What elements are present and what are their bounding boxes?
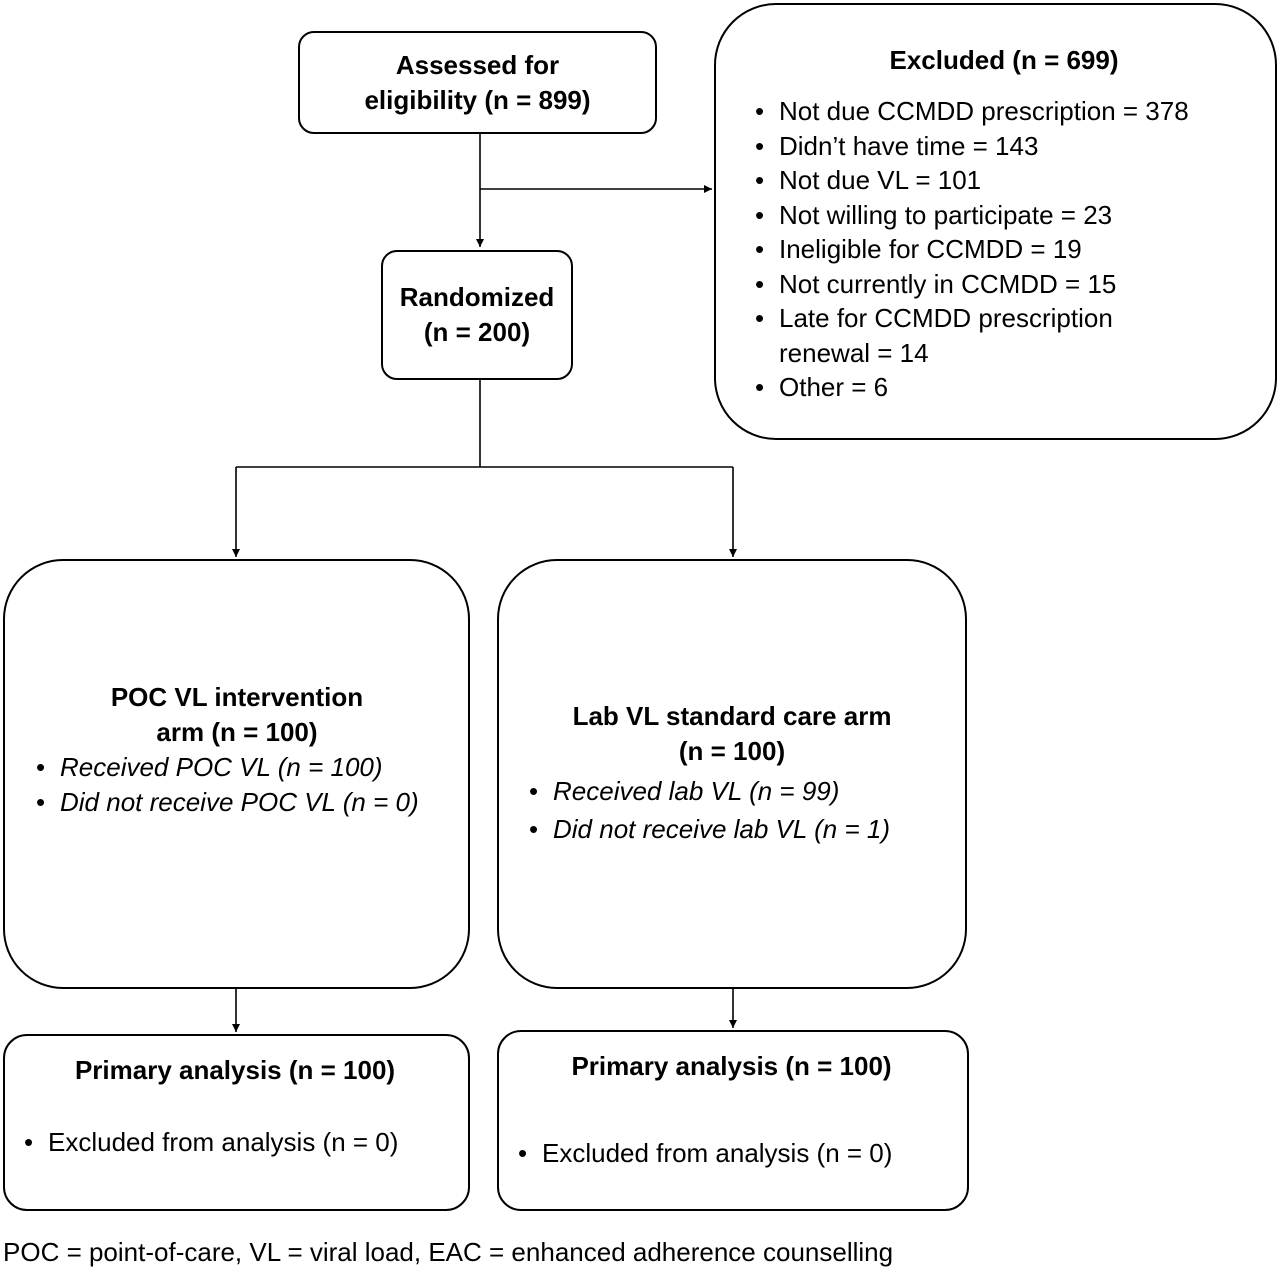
lab-analysis-list: Excluded from analysis (n = 0) <box>516 1136 947 1171</box>
assessed-title: Assessed for eligibility (n = 899) <box>364 49 591 115</box>
lab-analysis-box: Primary analysis (n = 100) Excluded from… <box>497 1030 969 1211</box>
list-item: Excluded from analysis (n = 0) <box>516 1136 947 1171</box>
poc-analysis-box: Primary analysis (n = 100) Excluded from… <box>3 1034 470 1211</box>
lab-arm-title: Lab VL standard care arm (n = 100) <box>572 701 892 766</box>
list-item: Not due CCMDD prescription = 378 <box>753 94 1255 129</box>
list-item: Received lab VL (n = 99) <box>527 772 937 810</box>
poc-analysis-title: Primary analysis (n = 100) <box>74 1055 396 1085</box>
list-item: Didn’t have time = 143 <box>753 129 1255 164</box>
lab-analysis-title: Primary analysis (n = 100) <box>571 1051 892 1081</box>
abbreviations-footnote: POC = point-of-care, VL = viral load, EA… <box>3 1237 894 1267</box>
assessed-box: Assessed for eligibility (n = 899) <box>298 31 657 134</box>
list-item: Did not receive lab VL (n = 1) <box>527 810 937 848</box>
randomized-box: Randomized (n = 200) <box>381 250 573 380</box>
poc-arm-list: Received POC VL (n = 100) Did not receiv… <box>34 750 440 819</box>
excluded-title: Excluded (n = 699) <box>889 45 1119 75</box>
excluded-reasons-list: Not due CCMDD prescription = 378 Didn’t … <box>753 94 1255 405</box>
list-item: Not willing to participate = 23 <box>753 198 1255 233</box>
list-item: Late for CCMDD prescription renewal = 14 <box>753 301 1255 370</box>
randomized-title: Randomized (n = 200) <box>399 282 555 347</box>
list-item: Other = 6 <box>753 370 1255 405</box>
lab-arm-list: Received lab VL (n = 99) Did not receive… <box>527 772 937 848</box>
list-item: Excluded from analysis (n = 0) <box>22 1125 448 1160</box>
list-item: Ineligible for CCMDD = 19 <box>753 232 1255 267</box>
list-item: Received POC VL (n = 100) <box>34 750 440 785</box>
excluded-box: Excluded (n = 699) Not due CCMDD prescri… <box>714 3 1277 440</box>
poc-analysis-list: Excluded from analysis (n = 0) <box>22 1125 448 1160</box>
poc-arm-box: POC VL intervention arm (n = 100) Receiv… <box>3 559 470 989</box>
poc-arm-title: POC VL intervention arm (n = 100) <box>110 682 364 747</box>
list-item: Not due VL = 101 <box>753 163 1255 198</box>
list-item: Did not receive POC VL (n = 0) <box>34 785 440 820</box>
list-item: Not currently in CCMDD = 15 <box>753 267 1255 302</box>
lab-arm-box: Lab VL standard care arm (n = 100) Recei… <box>497 559 967 989</box>
